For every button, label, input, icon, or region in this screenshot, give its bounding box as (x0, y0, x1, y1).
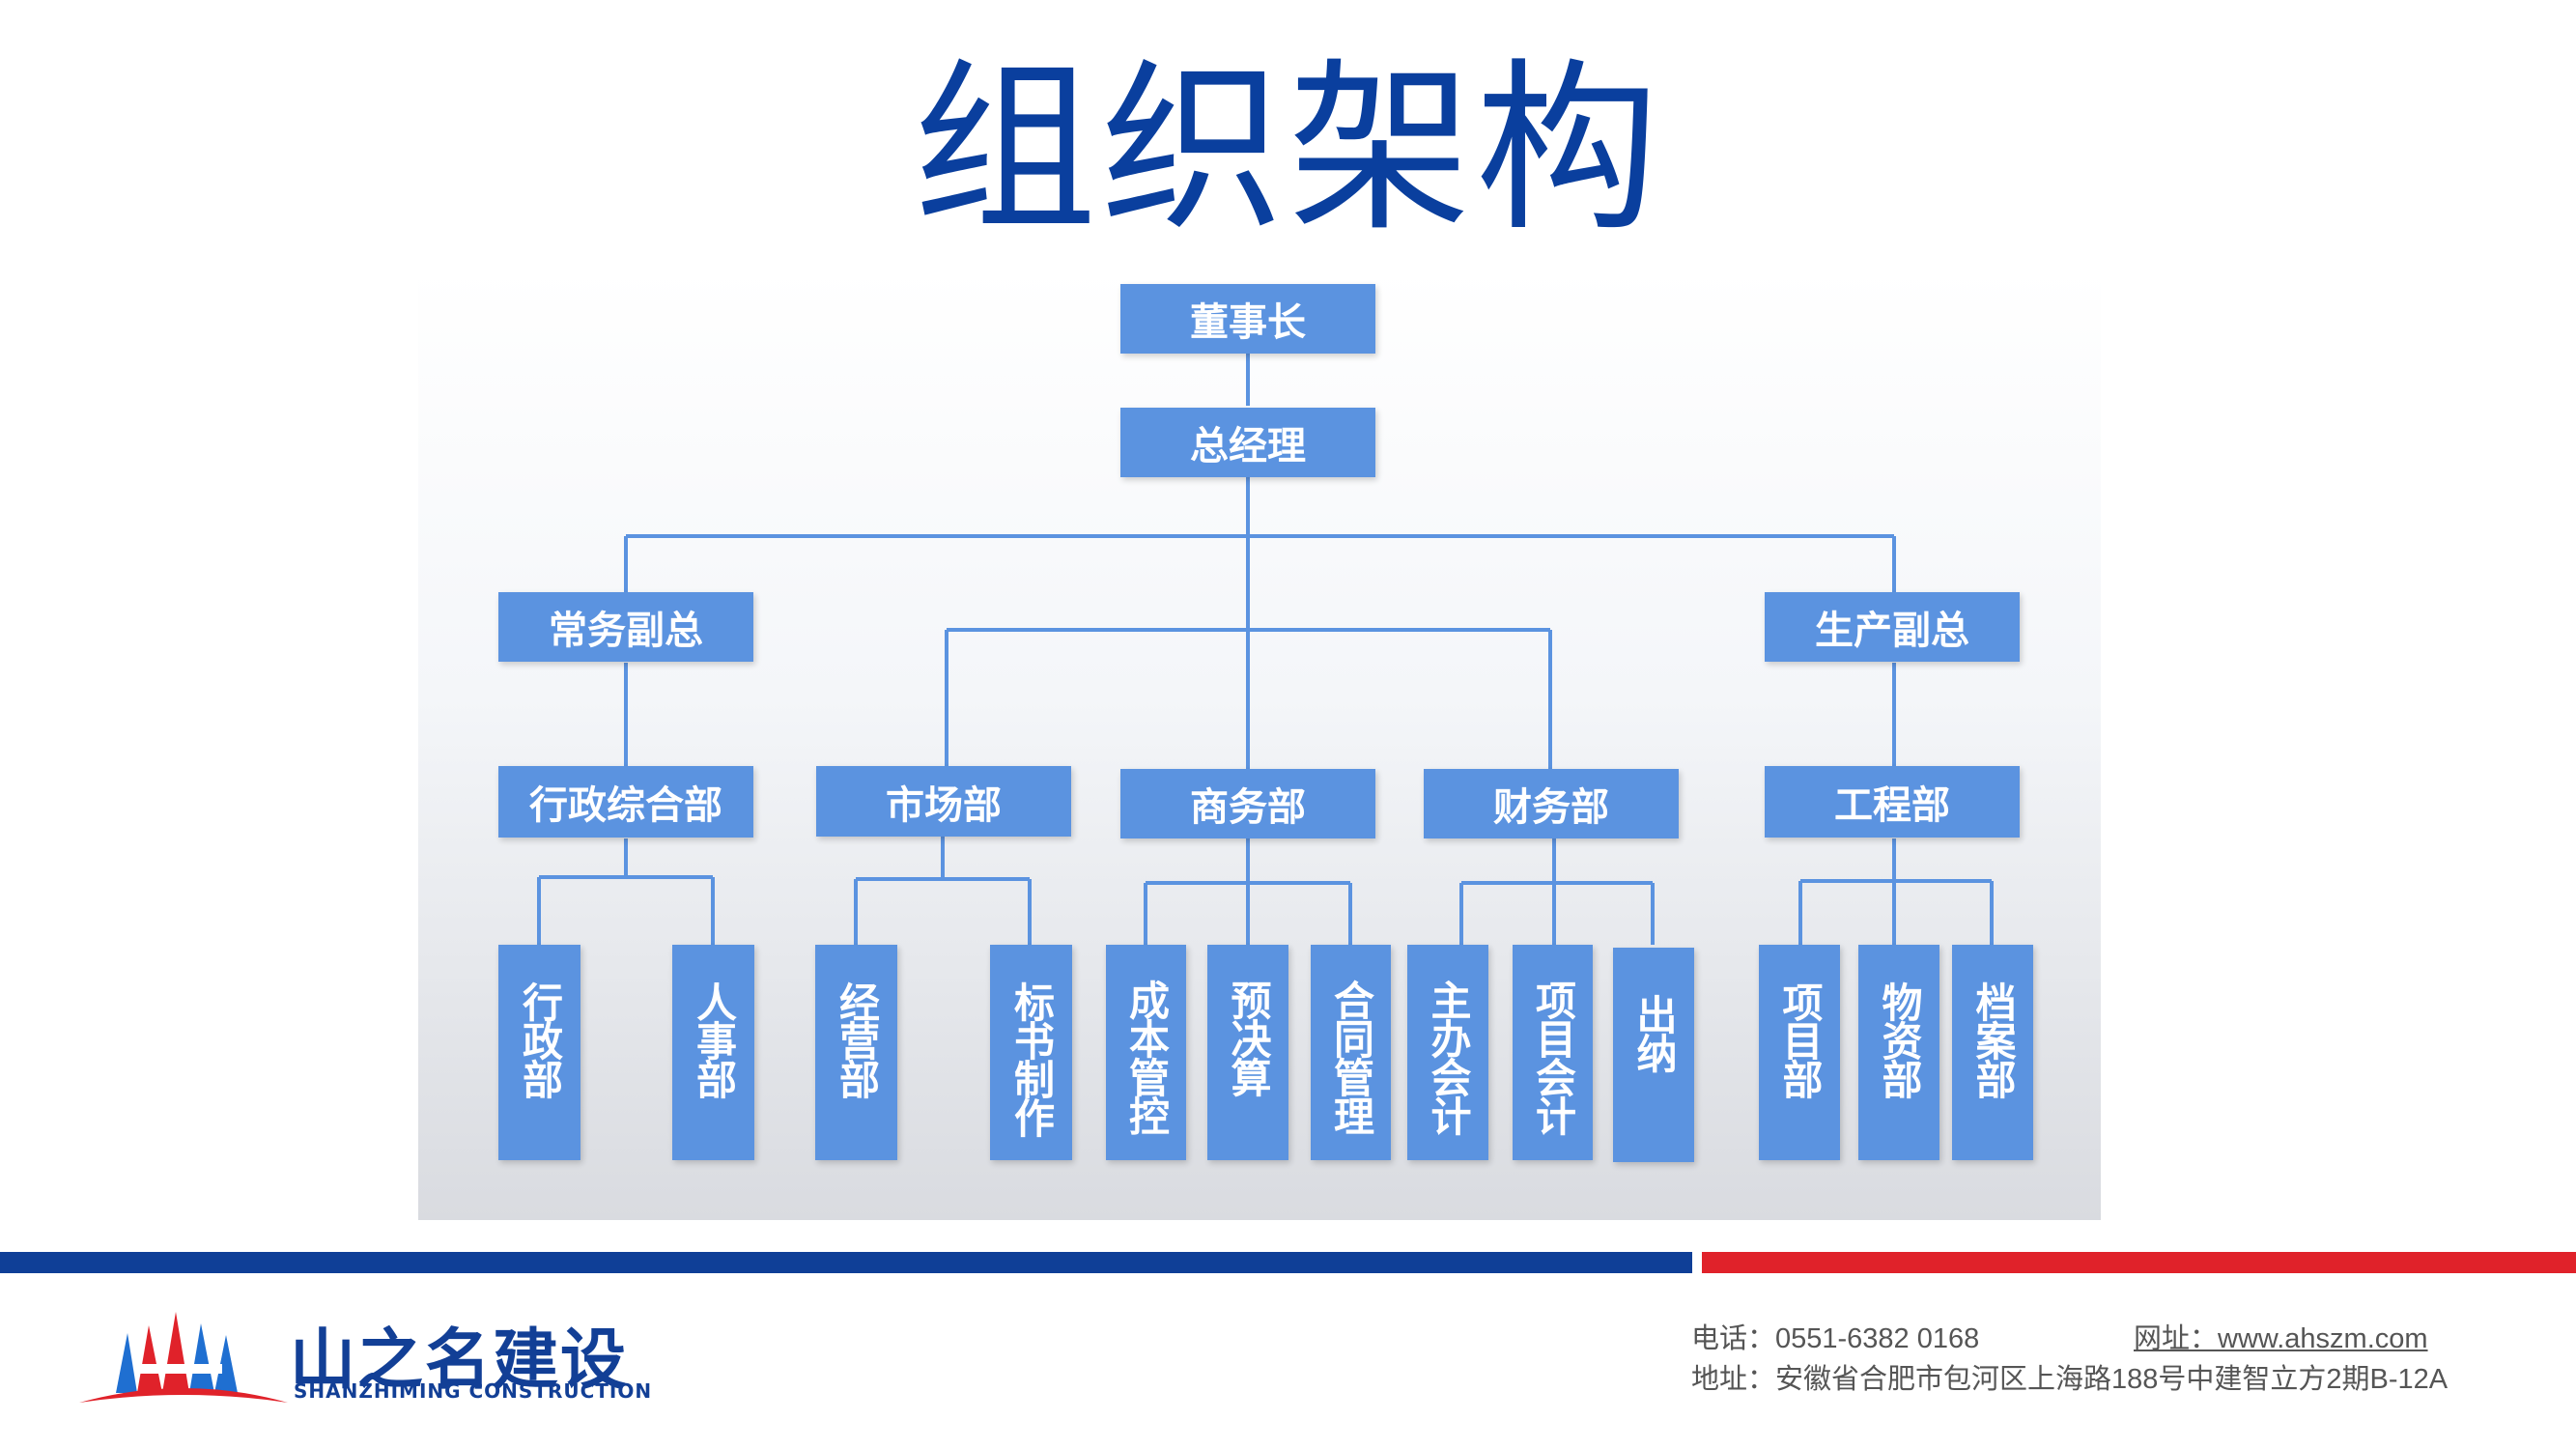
brand-name-en: SHANZHIMING CONSTRUCTION (294, 1379, 653, 1403)
cashier-box: 出纳 (1613, 948, 1694, 1162)
budget-sub-box: 预决算 (1207, 945, 1288, 1160)
page-title: 组织架构 (913, 43, 1663, 256)
chairman-box: 董事长 (1120, 284, 1375, 354)
operation-sub-box: 经营部 (815, 945, 897, 1160)
bid-sub-label: 标书制作 (1007, 981, 1056, 1136)
hr-sub-label: 人事部 (690, 981, 738, 1097)
hr-sub-box: 人事部 (672, 945, 754, 1160)
address-text: 地址：安徽省合肥市包河区上海路188号中建智立方2期B-12A (1691, 1364, 2449, 1395)
project-accountant-box: 项目会计 (1513, 945, 1593, 1160)
market-dept-box: 市场部 (816, 766, 1071, 837)
admin-sub-label: 行政部 (516, 981, 564, 1097)
bid-sub-box: 标书制作 (990, 945, 1072, 1160)
engineering-dept-box: 工程部 (1765, 766, 2020, 838)
contract-sub-label: 合同管理 (1327, 980, 1375, 1134)
website-link[interactable]: 网址：www.ahszm.com (2134, 1323, 2428, 1354)
brand-name-cn: 山之名建设 (290, 1322, 629, 1399)
cost-sub-box: 成本管控 (1106, 945, 1186, 1160)
chief-accountant-box: 主办会计 (1407, 945, 1488, 1160)
archive-sub-label: 档案部 (1969, 981, 2017, 1097)
project-accountant-label: 项目会计 (1529, 980, 1577, 1134)
chief-accountant-label: 主办会计 (1425, 980, 1472, 1134)
company-logo (79, 1312, 288, 1403)
admin-sub-box: 行政部 (498, 945, 580, 1160)
phone-text: 电话：0551-6382 0168 (1691, 1323, 1980, 1354)
budget-sub-label: 预决算 (1225, 980, 1272, 1095)
finance-dept-box: 财务部 (1424, 769, 1679, 838)
material-sub-label: 物资部 (1876, 981, 1923, 1097)
footer-bar-red (1702, 1252, 2576, 1273)
cost-sub-label: 成本管控 (1122, 980, 1171, 1134)
general-manager-box: 总经理 (1120, 408, 1375, 477)
material-sub-box: 物资部 (1858, 945, 1939, 1160)
cashier-label: 出纳 (1630, 994, 1678, 1071)
project-sub-box: 项目部 (1759, 945, 1840, 1160)
vp-routine-box: 常务副总 (498, 592, 753, 662)
contract-sub-box: 合同管理 (1311, 945, 1391, 1160)
operation-sub-label: 经营部 (833, 981, 881, 1097)
vp-production-box: 生产副总 (1765, 592, 2020, 662)
project-sub-label: 项目部 (1776, 981, 1824, 1097)
business-dept-box: 商务部 (1120, 769, 1375, 838)
archive-sub-box: 档案部 (1952, 945, 2033, 1160)
footer-bar-blue (0, 1252, 1692, 1273)
admin-dept-box: 行政综合部 (498, 766, 753, 838)
